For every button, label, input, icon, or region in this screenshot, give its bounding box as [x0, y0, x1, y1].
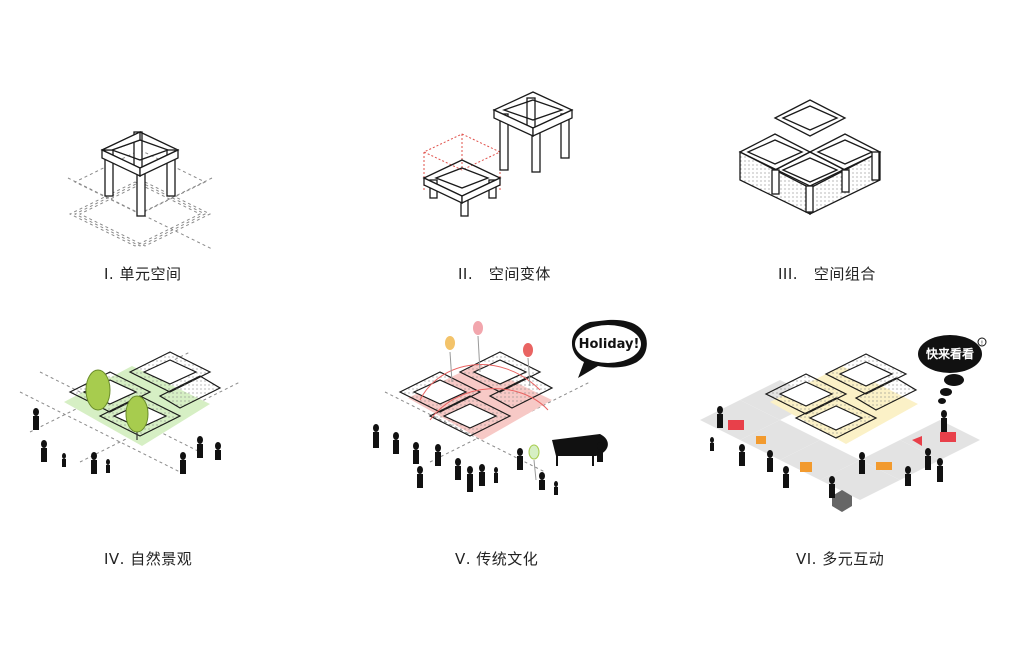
exclaim-icon: ! — [981, 340, 983, 347]
panel-diverse-interaction: 快来看看 ! — [700, 335, 987, 512]
tall-frame — [492, 91, 574, 173]
unit-frame — [100, 130, 180, 217]
red-dashed-box — [422, 133, 502, 190]
come-look-text: 快来看看 — [926, 346, 974, 361]
dance-curves — [419, 364, 549, 421]
panel-space-variation — [422, 91, 574, 217]
caption-natural-landscape: ⅠⅤ. 自然景观 — [104, 550, 193, 568]
speech-bubble-holiday: Holiday! — [571, 319, 647, 378]
holiday-text: Holiday! — [579, 337, 640, 352]
caption-diverse-interaction: ⅤⅠ. 多元互动 — [796, 550, 885, 568]
panel-natural-landscape — [19, 351, 241, 474]
panel-traditional-culture: Holiday! — [373, 319, 647, 495]
piano-icon — [552, 434, 608, 466]
caption-unit-space: Ⅰ. 单元空间 — [104, 265, 182, 283]
roof-cluster-p6 — [764, 353, 918, 439]
combined-frames — [738, 99, 882, 216]
balloons — [445, 321, 540, 481]
panel-space-combination — [738, 99, 882, 216]
people-p4 — [33, 408, 221, 474]
people-p6 — [710, 406, 947, 498]
caption-space-variation: ⅠⅠ. 空间变体 — [458, 265, 551, 283]
panel-unit-space — [67, 130, 213, 250]
market-stalls — [728, 420, 956, 512]
caption-space-combination: ⅠⅠⅠ. 空间组合 — [778, 265, 876, 283]
roof-cluster-p5 — [398, 351, 554, 437]
small-frame — [422, 159, 502, 217]
thought-bubble: 快来看看 ! — [918, 335, 987, 404]
trees — [85, 369, 149, 440]
caption-traditional-culture: Ⅴ. 传统文化 — [455, 550, 539, 568]
people-p5 — [373, 424, 558, 495]
